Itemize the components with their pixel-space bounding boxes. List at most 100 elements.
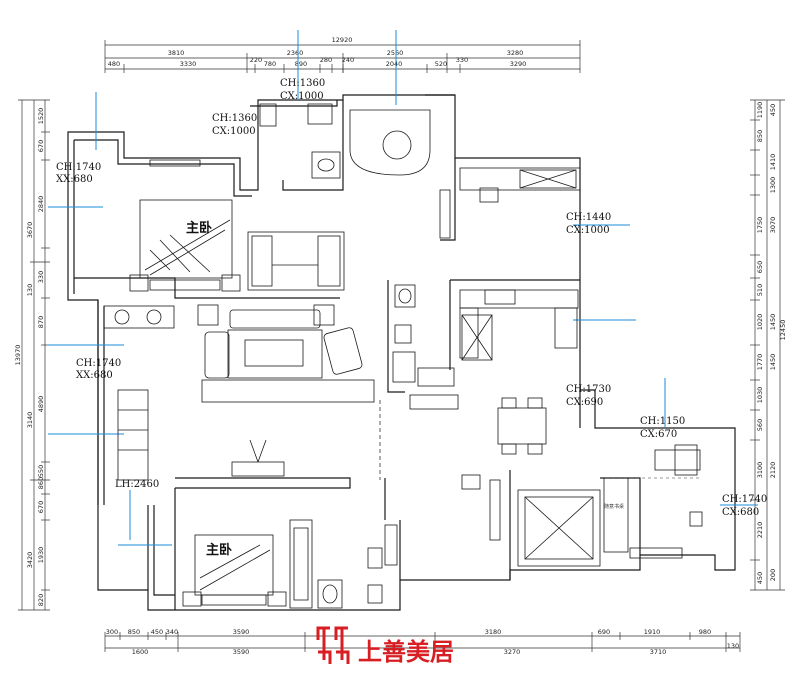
dim-top-r2-9: 520 xyxy=(435,60,447,68)
dim-right-3: 1750 xyxy=(756,217,764,234)
dim-top-r2-7: 240 xyxy=(342,56,354,64)
dim-left-r2-2: 130 xyxy=(26,284,34,296)
brand-logo: 上善美居 xyxy=(316,626,454,666)
annotation-living-ch: CH:1740 xyxy=(76,358,121,369)
skylight xyxy=(517,489,601,567)
annotation-dining-ch: CH:1150 xyxy=(640,416,685,427)
dim-bot-1: 300 xyxy=(106,628,118,636)
dim-bot-r2-2: 3590 xyxy=(233,648,250,656)
furniture xyxy=(103,103,703,609)
dim-left-1: 1520 xyxy=(37,108,45,125)
study-desk-label: 随意书桌 xyxy=(604,503,624,510)
dim-right-r2-2: 1410 xyxy=(769,154,777,171)
annotation-living-xx: XX:680 xyxy=(76,370,113,381)
dim-left-r2-3: 3140 xyxy=(26,412,34,429)
dim-right-1: 1190 xyxy=(756,102,764,119)
upper-basin xyxy=(311,151,341,179)
coffee-table xyxy=(227,329,323,379)
study-desk xyxy=(603,477,629,553)
dim-top-1: 3810 xyxy=(168,49,185,57)
dim-top-r2-11: 3290 xyxy=(510,60,527,68)
annotation-east-cx: CX:680 xyxy=(722,507,759,518)
dim-right-8: 1030 xyxy=(756,387,764,404)
dim-top-r2-2: 3330 xyxy=(180,60,197,68)
master-bed-label: 主卧 xyxy=(186,220,212,236)
annotation-upper-1-cx: CX:1000 xyxy=(280,91,324,102)
dim-right-4: 650 xyxy=(756,261,764,273)
dim-bot-2: 850 xyxy=(128,628,140,636)
dim-top-2: 2360 xyxy=(287,49,304,57)
round-table xyxy=(382,130,412,160)
annotation-kitchen-ch: CH:1730 xyxy=(566,384,611,395)
dim-right-r2-6: 1450 xyxy=(769,354,777,371)
walls xyxy=(67,94,736,611)
dimension-lines xyxy=(18,40,785,652)
dim-right-r2-3: 1300 xyxy=(769,177,777,194)
dim-left-r2-1: 3670 xyxy=(26,222,34,239)
dim-top-r2-8: 2040 xyxy=(386,60,403,68)
dim-left-3: 2840 xyxy=(37,196,45,213)
annotation-upper-1-ch: CH:1360 xyxy=(280,78,325,89)
dim-top-r2-10: 330 xyxy=(456,56,468,64)
dim-right-r2-1: 450 xyxy=(769,104,777,116)
dim-top-4: 3280 xyxy=(507,49,524,57)
annotation-kitchen-cx: CX:690 xyxy=(566,397,603,408)
window-annotations: CH:1360 CX:1000 CH:1360 CX:1000 CH:1740 … xyxy=(56,78,767,518)
dim-right-r2-7: 2120 xyxy=(769,462,777,479)
dim-right-r2-8: 200 xyxy=(769,569,777,581)
outer-wall xyxy=(67,94,736,611)
dim-top-r2-6: 280 xyxy=(320,56,332,64)
dim-top-total: 12920 xyxy=(332,36,353,44)
dim-left-4: 330 xyxy=(37,271,45,283)
dim-right-12: 450 xyxy=(756,572,764,584)
dim-bot-4: 340 xyxy=(166,628,178,636)
annotation-master-ch: CH:1740 xyxy=(56,162,101,173)
sofa xyxy=(229,309,321,329)
annotation-door-lh: LH:2460 xyxy=(115,479,159,490)
dimension-labels: 12920 3810 2360 2560 3280 480 3330 220 7… xyxy=(14,36,787,656)
dim-bot-r2-4: 3710 xyxy=(650,648,667,656)
dim-top-r2-4: 780 xyxy=(264,60,276,68)
annotation-master-xx: XX:680 xyxy=(56,174,93,185)
dim-left-5: 870 xyxy=(37,316,45,328)
second-bed-label: 主卧 xyxy=(206,542,232,558)
master-wardrobe xyxy=(247,231,345,291)
dining-table xyxy=(497,407,547,445)
dim-left-2: 670 xyxy=(37,140,45,152)
brand-name: 上善美居 xyxy=(358,638,454,666)
dim-bot-r2-1: 1600 xyxy=(132,648,149,656)
dim-left-9: 670 xyxy=(37,501,45,513)
dim-left-total: 13970 xyxy=(14,345,22,366)
dim-right-11: 2210 xyxy=(756,522,764,539)
dim-bot-7: 690 xyxy=(598,628,610,636)
dim-left-11: 820 xyxy=(37,594,45,606)
dim-bot-9: 980 xyxy=(699,628,711,636)
dim-top-r2-1: 480 xyxy=(108,60,120,68)
kitchen-counter xyxy=(459,289,579,309)
dim-bot-r2-5: 130 xyxy=(727,642,739,650)
dim-left-6: 4890 xyxy=(37,396,45,413)
dim-right-7: 1770 xyxy=(756,354,764,371)
annotation-east-ch: CH:1740 xyxy=(722,494,767,505)
dim-left-r2-4: 3420 xyxy=(26,552,34,569)
dim-bot-3: 450 xyxy=(151,628,163,636)
dim-right-9: 560 xyxy=(756,419,764,431)
logo-mark-icon xyxy=(316,626,350,664)
dim-right-r2-4: 3070 xyxy=(769,217,777,234)
annotation-dining-cx: CX:670 xyxy=(640,429,677,440)
dim-right-6: 1020 xyxy=(756,314,764,331)
master-bed xyxy=(139,199,233,279)
dim-bot-6: 3180 xyxy=(485,628,502,636)
dim-right-10: 3100 xyxy=(756,462,764,479)
annotation-study-ch: CH:1440 xyxy=(566,212,611,223)
dim-bot-8: 1910 xyxy=(644,628,661,636)
dim-right-5: 510 xyxy=(756,284,764,296)
dim-bot-5: 3590 xyxy=(233,628,250,636)
dim-bot-r2-3: 3270 xyxy=(504,648,521,656)
annotation-upper-2-cx: CX:1000 xyxy=(212,126,256,137)
annotation-study-cx: CX:1000 xyxy=(566,225,610,236)
dim-left-7: 550 xyxy=(37,465,45,477)
dim-left-8: 860 xyxy=(37,477,45,489)
dim-right-r2-5: 1450 xyxy=(769,314,777,331)
